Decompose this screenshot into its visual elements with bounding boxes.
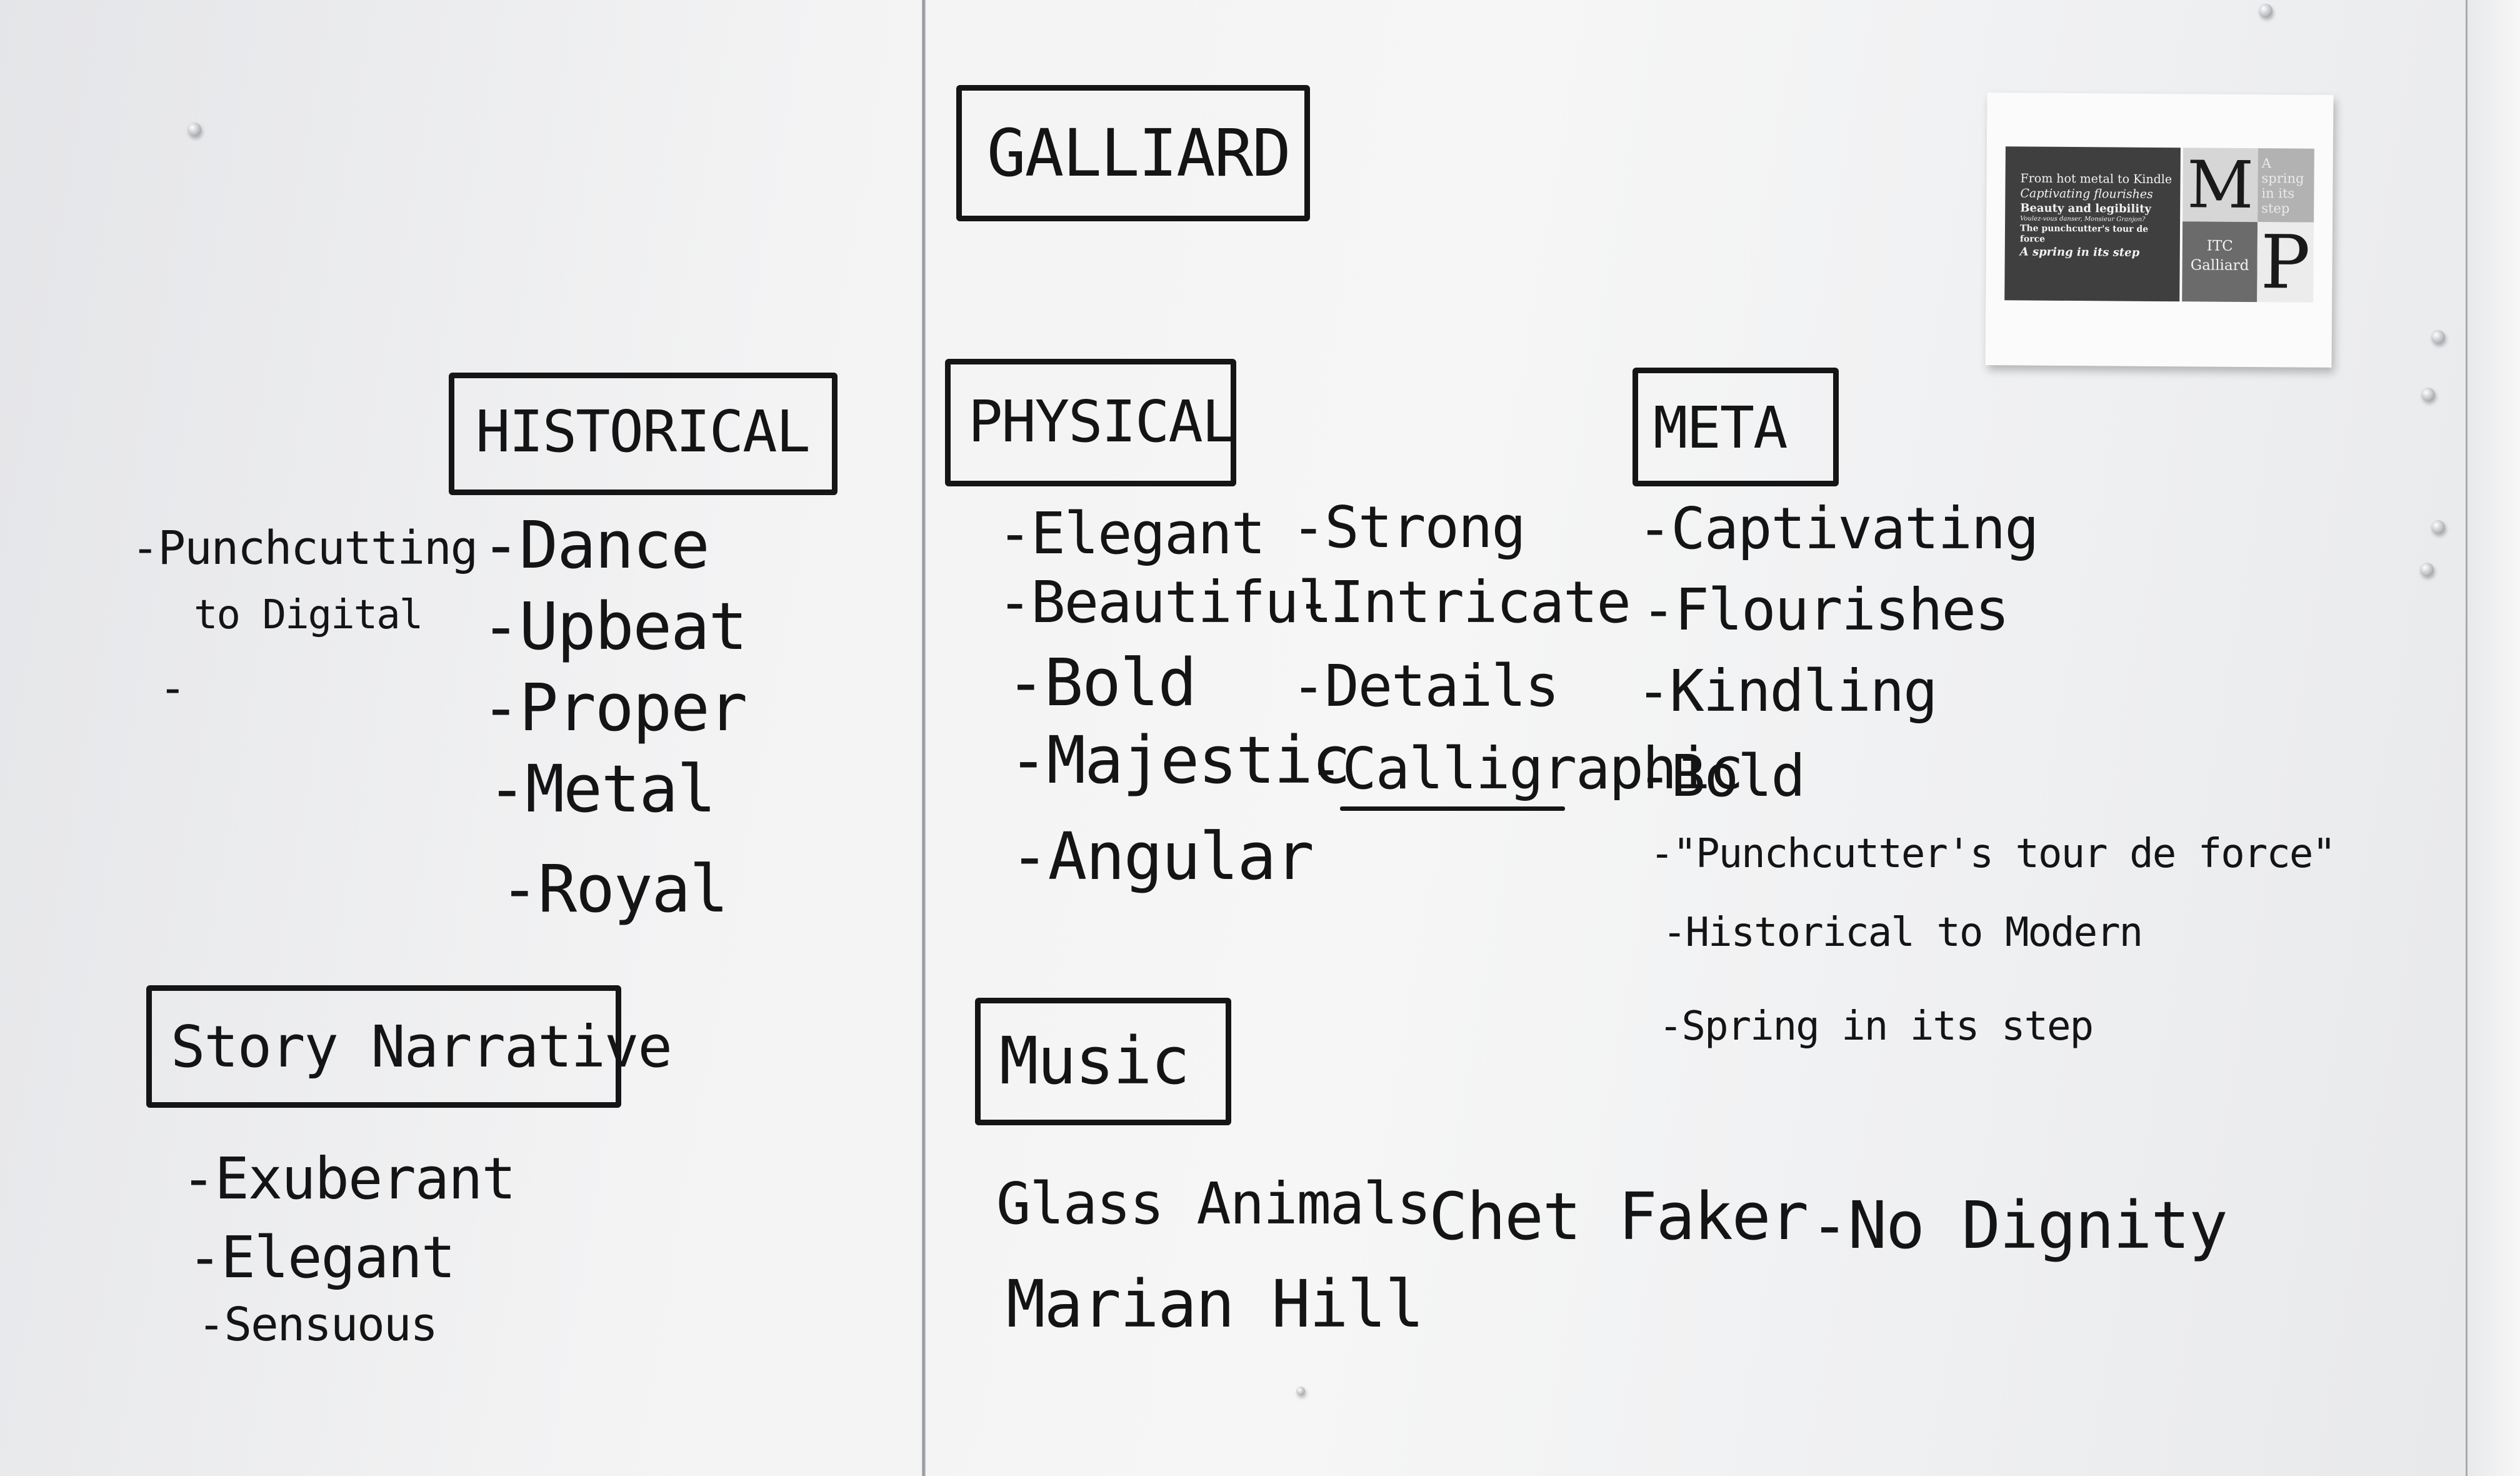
page-title: GALLIARD bbox=[987, 115, 1291, 191]
poster-line: From hot metal to Kindle bbox=[2020, 171, 2172, 187]
board-seam bbox=[922, 0, 926, 1476]
historical-item: -Upbeat bbox=[481, 588, 748, 665]
poster-line: Voulez-vous danser, Monsieur Granjon? bbox=[2020, 215, 2146, 223]
physical-heading: PHYSICAL bbox=[968, 388, 1236, 455]
story-item: -Exuberant bbox=[181, 1145, 516, 1212]
meta-item: -Spring in its step bbox=[1659, 1003, 2094, 1050]
meta-item: -"Punchcutter's tour de force" bbox=[1650, 831, 2336, 877]
music-artist: Marian Hill bbox=[1006, 1266, 1424, 1342]
historical-item: -Royal bbox=[500, 851, 729, 927]
meta-item: -Kindling bbox=[1636, 658, 1938, 725]
poster-galliard: Galliard bbox=[2190, 257, 2249, 274]
music-artist: Glass Animals bbox=[996, 1170, 1431, 1237]
physical-box: PHYSICAL bbox=[945, 359, 1236, 486]
story-box: Story Narrative bbox=[146, 985, 672, 1108]
board-frame-edge bbox=[2466, 0, 2520, 1476]
poster-line: Beauty and legibility bbox=[2020, 201, 2151, 216]
historical-heading: HISTORICAL bbox=[476, 398, 811, 465]
poster-big-m: M bbox=[2182, 146, 2258, 223]
meta-item: -Captivating bbox=[1638, 495, 2039, 562]
historical-box: HISTORICAL bbox=[449, 373, 838, 495]
physical-item: -Elegant bbox=[998, 500, 1266, 567]
physical-item: -Bold bbox=[1006, 645, 1197, 721]
meta-item: -Flourishes bbox=[1641, 576, 2009, 643]
physical-item: -Majestic bbox=[1009, 722, 1351, 798]
music-artist: Chet Faker bbox=[1429, 1178, 1809, 1255]
physical-item: -Beautiful bbox=[998, 569, 1332, 636]
poster-itc: ITC bbox=[2206, 238, 2233, 254]
physical-item: -Calligraphic bbox=[1309, 735, 1744, 802]
physical-item: -Strong bbox=[1291, 494, 1526, 561]
meta-item: -Bold bbox=[1638, 743, 1806, 810]
title-box: GALLIARD bbox=[956, 85, 1310, 221]
magnet bbox=[2431, 330, 2445, 344]
meta-box: META bbox=[1632, 368, 1839, 486]
poster-specimen-text: From hot metal to Kindle Captivating flo… bbox=[2004, 146, 2181, 302]
music-box: Music bbox=[975, 998, 1231, 1125]
story-heading: Story Narrative bbox=[171, 1013, 672, 1080]
physical-item: -Intricate bbox=[1296, 569, 1631, 636]
historical-item: -Dance bbox=[481, 507, 710, 583]
side-note-line: to Digital bbox=[194, 592, 423, 638]
physical-item: -Details bbox=[1291, 653, 1559, 720]
physical-item: -Angular bbox=[1010, 818, 1314, 895]
calligraphic-underline bbox=[1340, 806, 1565, 811]
magnet bbox=[1296, 1387, 1305, 1395]
magnet bbox=[2421, 388, 2435, 401]
poster-brand: ITC Galliard bbox=[2182, 221, 2258, 303]
music-artist: -No Dignity bbox=[1810, 1187, 2228, 1263]
story-item: -Elegant bbox=[188, 1224, 456, 1291]
music-heading: Music bbox=[999, 1023, 1190, 1099]
poster-line: Captivating flourishes bbox=[2020, 186, 2153, 201]
poster-spring: A spring in its step bbox=[2258, 148, 2314, 223]
meta-heading: META bbox=[1653, 394, 1788, 461]
magnet bbox=[2420, 563, 2434, 576]
magnet bbox=[188, 123, 201, 136]
poster-line: The punchcutter's tour de force bbox=[2019, 223, 2149, 244]
meta-item: -Historical to Modern bbox=[1662, 910, 2143, 956]
galliard-poster: From hot metal to Kindle Captivating flo… bbox=[1985, 93, 2334, 368]
magnet bbox=[2431, 520, 2445, 534]
magnet bbox=[2259, 4, 2272, 18]
historical-item: -Proper bbox=[481, 670, 748, 746]
poster-line: A spring in its step bbox=[2019, 244, 2140, 259]
poster-big-p: P bbox=[2257, 219, 2314, 306]
side-note-dash: - bbox=[159, 661, 187, 715]
story-item: -Sensuous bbox=[198, 1298, 438, 1352]
historical-item: -Metal bbox=[488, 751, 716, 827]
side-note-line: -Punchcutting bbox=[131, 521, 478, 575]
